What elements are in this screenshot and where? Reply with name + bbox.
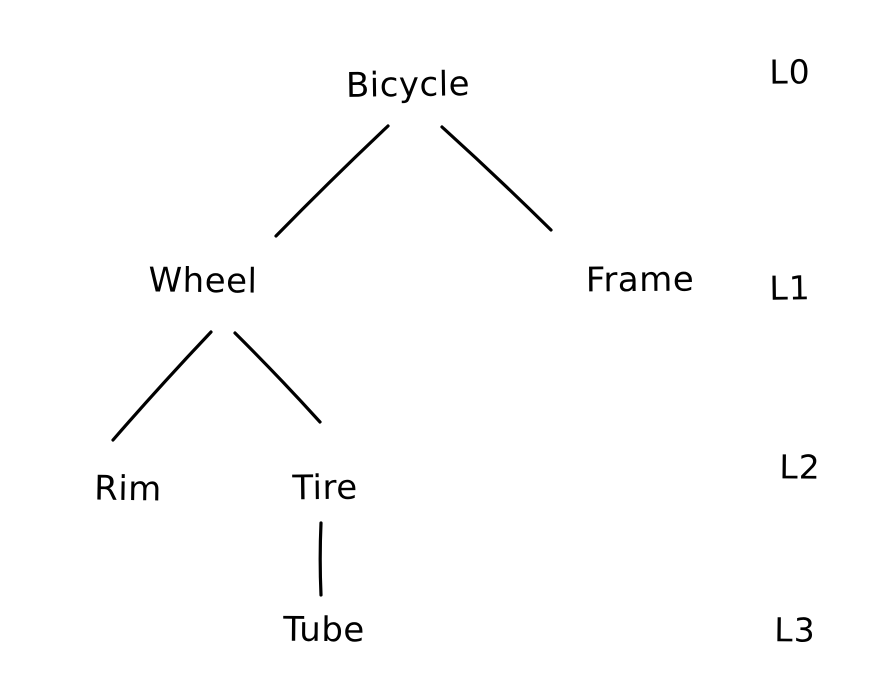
- tree-node-rim[interactable]: Rim: [93, 468, 163, 510]
- tree-node-label: Frame: [585, 259, 695, 301]
- level-label-l3: L3: [774, 610, 816, 650]
- level-label-text: L1: [769, 268, 811, 308]
- tree-node-tire[interactable]: Tire: [292, 467, 358, 509]
- tree-node-frame[interactable]: Frame: [585, 259, 695, 301]
- tree-edge-wheel-to-rim: [111, 330, 213, 442]
- tree-edge-bicycle-to-wheel: [274, 124, 390, 238]
- level-label-text: L0: [769, 52, 811, 92]
- tree-node-label: Bicycle: [345, 64, 471, 106]
- tree-node-label: Rim: [93, 468, 163, 510]
- level-label-l0: L0: [769, 52, 811, 92]
- level-label-l1: L1: [769, 268, 811, 308]
- tree-edge-tire-to-tube: [318, 521, 323, 597]
- tree-node-bicycle[interactable]: Bicycle: [345, 64, 471, 106]
- tree-node-label: Wheel: [148, 260, 258, 302]
- tree-node-tube[interactable]: Tube: [282, 609, 366, 651]
- level-label-text: L2: [779, 447, 821, 487]
- tree-edge-wheel-to-tire: [233, 331, 322, 424]
- tree-edge-bicycle-to-frame: [440, 125, 553, 232]
- tree-node-label: Tire: [292, 467, 358, 509]
- tree-node-label: Tube: [282, 609, 366, 651]
- tree-node-wheel[interactable]: Wheel: [148, 260, 258, 302]
- level-label-text: L3: [774, 610, 816, 650]
- level-label-l2: L2: [779, 447, 821, 487]
